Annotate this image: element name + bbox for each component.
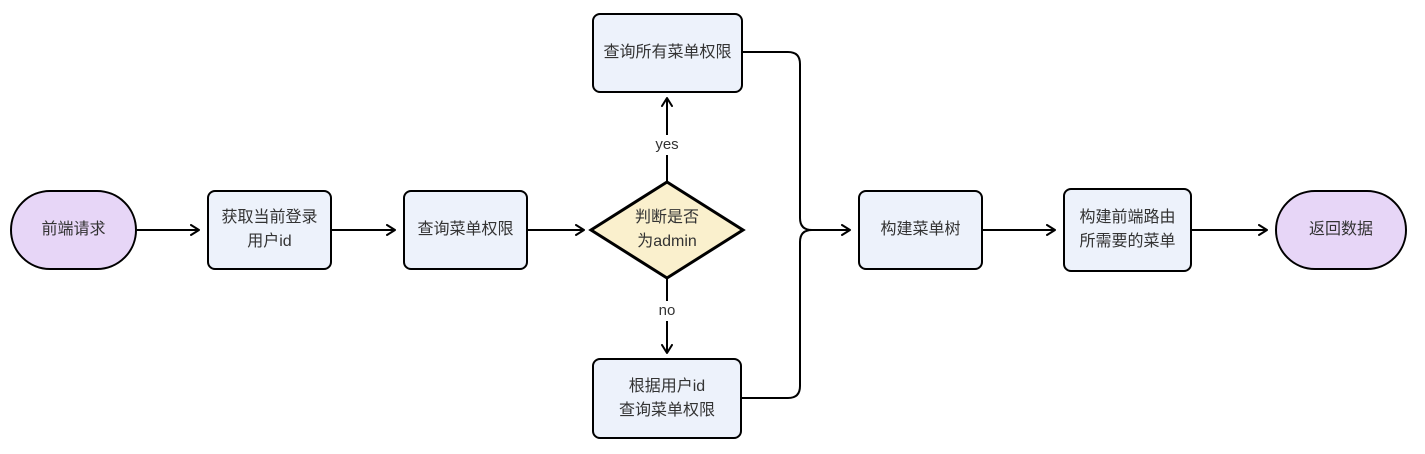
node-is-admin-label-box: 判断是否 为admin <box>591 182 743 278</box>
node-build-frontend-route-menu-label: 构建前端路由 所需要的菜单 <box>1079 209 1176 250</box>
node-build-frontend-route-menu: 构建前端路由 所需要的菜单 <box>1063 188 1192 272</box>
node-frontend-request: 前端请求 <box>10 190 137 270</box>
node-frontend-request-label: 前端请求 <box>41 221 106 238</box>
node-query-menu-permission: 查询菜单权限 <box>403 190 528 270</box>
node-return-data: 返回数据 <box>1275 190 1407 270</box>
node-get-user-id: 获取当前登录 用户id <box>207 190 332 270</box>
node-is-admin-diamond <box>588 180 746 280</box>
edge-label-yes: yes <box>650 135 684 155</box>
edge-query-by-user-to-build-tree <box>742 229 845 399</box>
node-get-user-id-label: 获取当前登录 用户id <box>221 209 318 250</box>
node-build-menu-tree: 构建菜单树 <box>858 190 983 270</box>
node-query-all-menu-permission-label: 查询所有菜单权限 <box>603 44 732 61</box>
node-build-menu-tree-label: 构建菜单树 <box>880 221 961 238</box>
edge-query-all-to-build-tree <box>743 51 851 236</box>
node-return-data-label: 返回数据 <box>1308 221 1373 238</box>
node-query-menu-permission-by-user-id-label: 根据用户id 查询菜单权限 <box>618 377 715 419</box>
node-query-all-menu-permission: 查询所有菜单权限 <box>592 13 743 93</box>
node-is-admin-label: 判断是否 为admin <box>634 209 699 250</box>
node-query-menu-permission-label: 查询菜单权限 <box>417 221 514 238</box>
edge-label-no: no <box>653 301 681 321</box>
node-query-menu-permission-by-user-id: 根据用户id 查询菜单权限 <box>592 358 742 439</box>
